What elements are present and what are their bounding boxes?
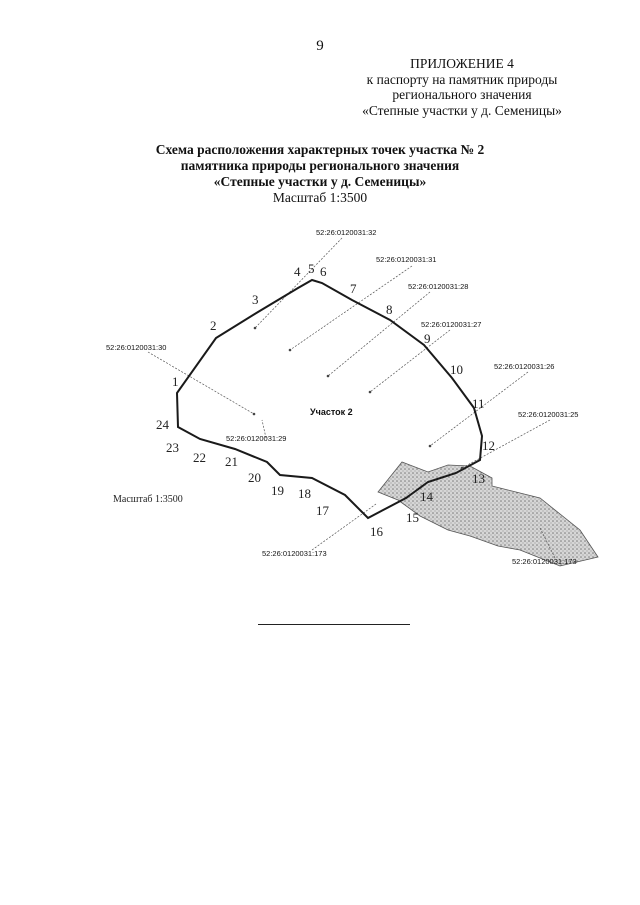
leader-line: [147, 351, 255, 415]
marker-dot: [288, 348, 292, 352]
marker-dot: [460, 466, 464, 470]
plot-label: Участок 2: [310, 407, 353, 417]
point-label: 17: [316, 503, 330, 518]
cadastral-label: 52:26:0120031:31: [376, 255, 436, 264]
leader-line: [311, 503, 377, 551]
appendix-line: регионального значения: [392, 87, 532, 102]
marker-dot: [252, 412, 256, 416]
interior-markers: [252, 326, 464, 470]
title-line: Схема расположения характерных точек уча…: [155, 142, 485, 157]
title-scale: Масштаб 1:3500: [272, 190, 368, 205]
neighbor-parcel: [377, 461, 599, 567]
point-label: 9: [424, 331, 431, 346]
plot-boundary: [175, 278, 484, 520]
point-label: 8: [386, 302, 393, 317]
point-label: 5: [308, 261, 315, 276]
leader-line: [369, 329, 451, 393]
appendix-line: «Степные участки у д. Семеницы»: [362, 102, 562, 118]
cadastral-label: 52:26:0120031:32: [316, 228, 376, 237]
leader-line: [327, 291, 431, 377]
point-label: 4: [294, 264, 301, 279]
separator-line: [258, 624, 410, 625]
point-label: 1: [172, 374, 179, 389]
leader-line: [289, 265, 413, 351]
cadastral-label: 52:26:0120031:173: [262, 549, 327, 558]
marker-dot: [253, 326, 257, 330]
cadastral-label: 52:26:0120031:173: [512, 557, 577, 566]
appendix-header: ПРИЛОЖЕНИЕ 4 к паспорту на памятник прир…: [312, 56, 612, 118]
cadastral-label: 52:26:0120031:28: [408, 282, 468, 291]
point-label: 21: [225, 454, 238, 469]
appendix-title: ПРИЛОЖЕНИЕ 4: [410, 56, 514, 71]
title-line: «Степные участки у д. Семеницы»: [213, 174, 427, 189]
leader-line: [254, 237, 343, 329]
point-label: 6: [320, 264, 327, 279]
point-label: 2: [210, 318, 217, 333]
cadastral-label: 52:26:0120031:26: [494, 362, 554, 371]
point-label: 10: [450, 362, 463, 377]
leader-line: [261, 419, 267, 439]
point-label: 20: [248, 470, 261, 485]
point-label: 18: [298, 486, 311, 501]
leader-lines: [147, 237, 556, 559]
point-label: 13: [472, 471, 485, 486]
cadastral-label: 52:26:0120031:29: [226, 434, 286, 443]
point-label: 14: [420, 489, 434, 504]
cadastral-label: 52:26:0120031:30: [106, 343, 166, 352]
point-label: 7: [350, 281, 357, 296]
point-label: 16: [370, 524, 384, 539]
leader-line: [429, 371, 529, 447]
point-label: 19: [271, 483, 284, 498]
point-label: 12: [482, 438, 495, 453]
map-scale: Масштаб 1:3500: [113, 494, 183, 505]
scheme-title: Схема расположения характерных точек уча…: [0, 142, 640, 206]
marker-dot: [428, 444, 432, 448]
title-line: памятника природы регионального значения: [180, 158, 460, 173]
point-label: 24: [156, 417, 170, 432]
point-label: 22: [193, 450, 206, 465]
point-labels: 1 2 3 4 5 6 7 8 9 10 11 12 13 14 15 16 1…: [156, 261, 495, 539]
point-label: 23: [166, 440, 179, 455]
point-label: 11: [472, 396, 485, 411]
point-label: 3: [252, 292, 259, 307]
cadastral-label: 52:26:0120031:25: [518, 410, 578, 419]
point-label: 15: [406, 510, 419, 525]
cadastral-labels: 52:26:0120031:32 52:26:0120031:31 52:26:…: [106, 228, 578, 566]
marker-dot: [326, 374, 330, 378]
page-number: 9: [316, 38, 324, 54]
appendix-line: к паспорту на памятник природы: [366, 71, 558, 87]
cadastral-label: 52:26:0120031:27: [421, 320, 481, 329]
marker-dot: [368, 390, 372, 394]
leader-line: [461, 419, 551, 469]
